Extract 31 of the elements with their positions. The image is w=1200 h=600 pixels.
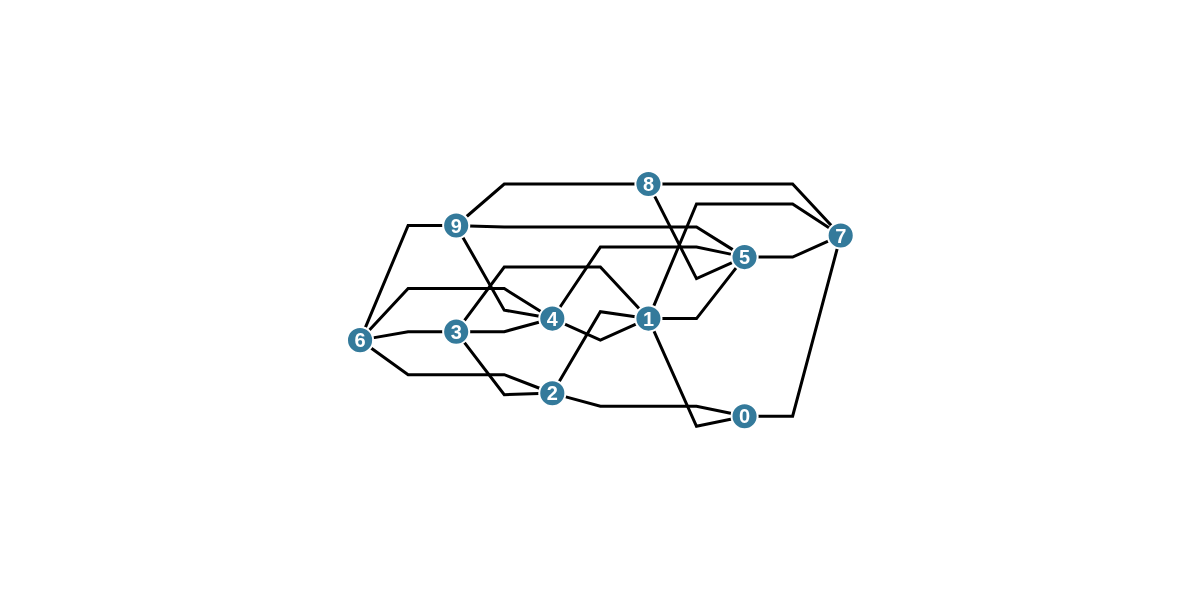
connector [757,239,829,259]
connector [651,202,831,307]
connector [468,320,540,334]
node-circle: 2 [537,379,566,408]
connector [564,395,732,415]
node-circle: 6 [345,325,374,355]
connector [464,182,635,218]
connector [367,286,542,332]
node-circle: 0 [730,402,759,431]
connector [757,247,839,418]
node-circle: 5 [730,242,759,271]
connector [652,194,733,281]
node-circle: 7 [826,221,855,250]
connector [557,245,732,309]
connector [652,329,732,428]
node-circle: 1 [634,304,663,333]
node-circle: 3 [441,317,470,346]
connector [661,266,738,320]
connector [462,265,641,322]
connector [462,341,539,397]
node-circle: 4 [537,304,566,333]
connector [557,309,636,383]
connector [372,330,443,340]
connector [468,224,734,252]
connector [460,236,540,318]
node-circle: 8 [634,169,663,198]
connector [661,182,833,227]
connector [363,223,443,329]
connector [563,322,637,342]
node-circle: 9 [441,211,470,240]
connector [369,346,541,390]
